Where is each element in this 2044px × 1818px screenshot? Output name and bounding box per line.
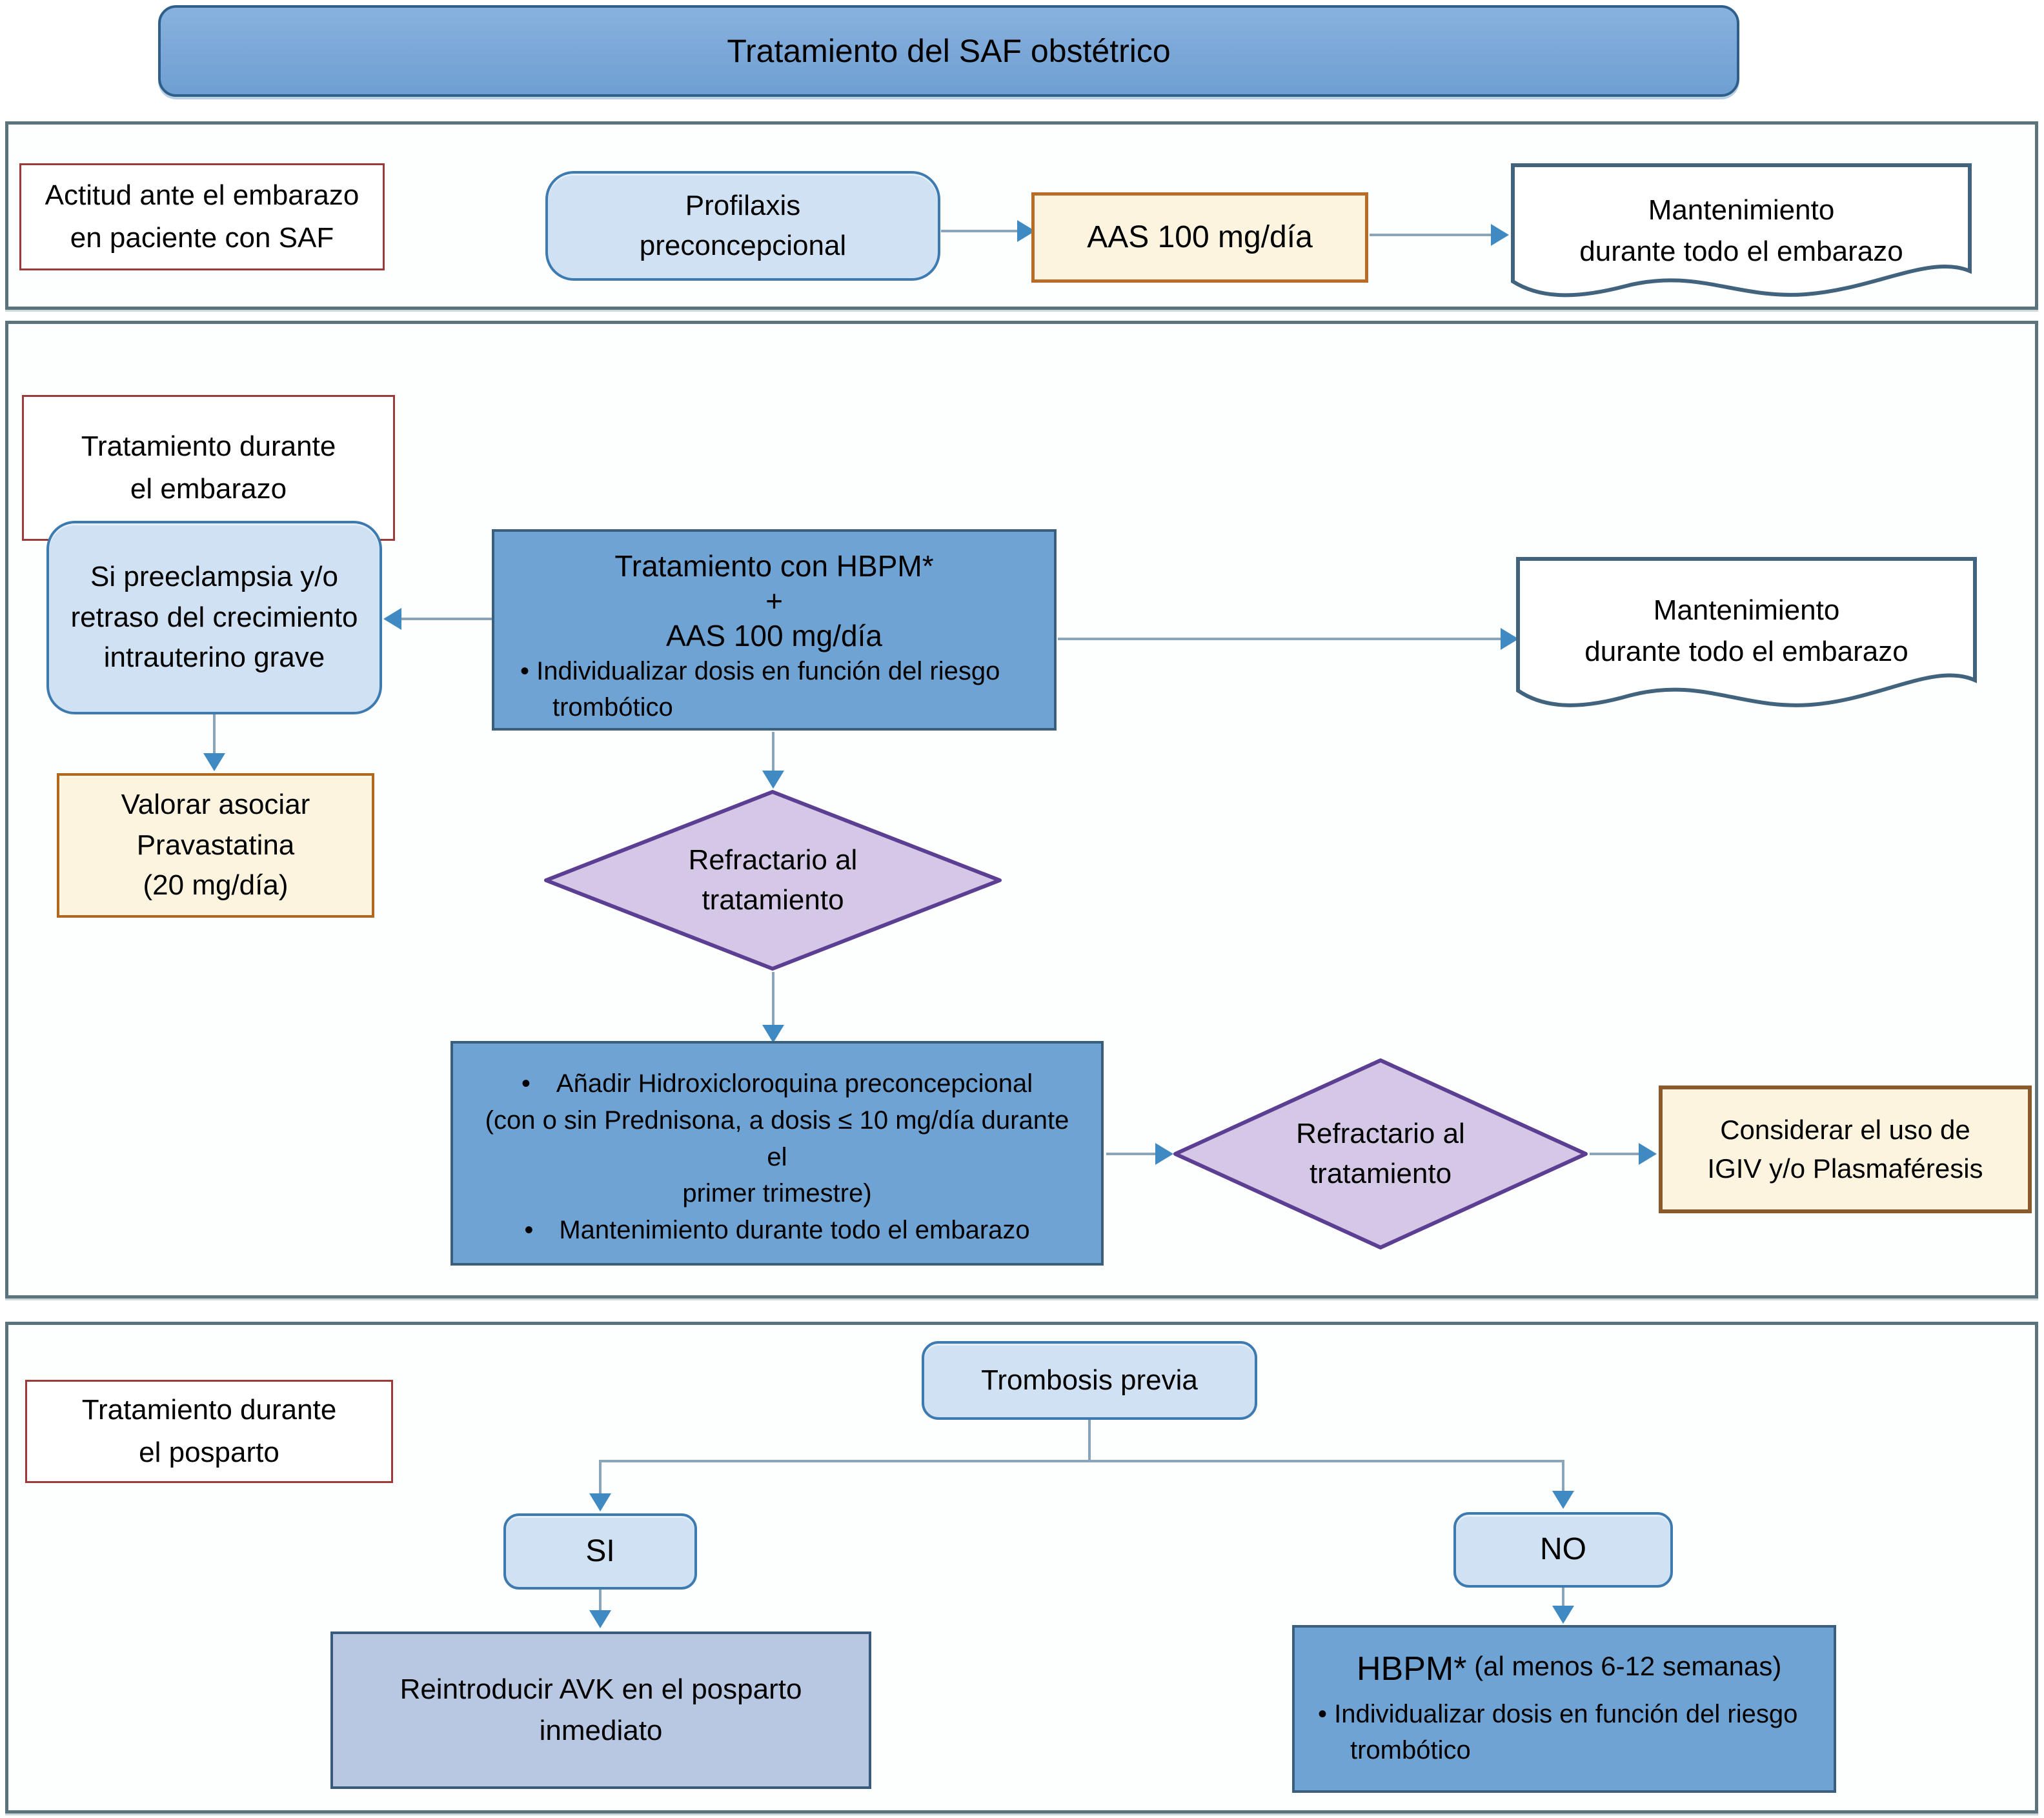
- maintenance-doc-2: Mantenimiento durante todo el embarazo: [1515, 556, 1978, 725]
- arrow-preeclampsia-to-pravastatin-line: [213, 714, 216, 754]
- arrow-to-yes-head: [589, 1493, 611, 1511]
- pravastatin-line: (20 mg/día): [143, 869, 288, 902]
- diamond-line: Refractario al: [1296, 1118, 1465, 1150]
- pravastatin-line: Pravastatina: [136, 829, 295, 861]
- pravastatin-line: Valorar asociar: [121, 789, 310, 821]
- hbpm-postpartum-bullet: • Individualizar dosis en función del ri…: [1318, 1700, 1798, 1764]
- doc-line: durante todo el embarazo: [1584, 635, 1908, 667]
- arrow-hcq-to-refractory2-head: [1155, 1143, 1173, 1165]
- arrow-main-to-maintenance-line: [1058, 638, 1502, 640]
- label-line: el embarazo: [130, 473, 287, 505]
- hbpm-aas-plus: +: [765, 584, 783, 618]
- diamond-shape: [1173, 1058, 1588, 1249]
- maintenance-doc-1-text: Mantenimiento durante todo el embarazo: [1510, 163, 1972, 272]
- igiv-line: Considerar el uso de: [1720, 1115, 1970, 1146]
- diamond-line: tratamiento: [702, 884, 844, 916]
- no-label: NO: [1540, 1532, 1586, 1567]
- hbpm-postpartum-title-suffix: (al menos 6-12 semanas): [1466, 1651, 1782, 1681]
- label-line: el posparto: [139, 1437, 279, 1468]
- connector-trombosis-branch: [599, 1460, 1564, 1462]
- refractory-diamond-1: Refractario al tratamiento: [542, 789, 1004, 972]
- trombosis-box: Trombosis previa: [922, 1341, 1257, 1420]
- connector-trombosis-stem: [1088, 1420, 1091, 1461]
- arrow-refractory2-to-igiv-head: [1639, 1143, 1657, 1165]
- arrow-main-to-preeclampsia-line: [400, 618, 492, 620]
- doc-line: durante todo el embarazo: [1579, 235, 1903, 267]
- profilaxis-box: Profilaxis preconcepcional: [545, 171, 940, 281]
- arrow-main-to-refractory1-line: [772, 732, 774, 772]
- avk-box: Reintroducir AVK en el posparto inmediat…: [330, 1631, 871, 1789]
- arrow-to-no-head: [1552, 1491, 1574, 1509]
- refractory-diamond-2: Refractario al tratamiento: [1171, 1057, 1590, 1251]
- preeclampsia-line: Si preeclampsia y/o: [90, 561, 338, 593]
- hbpm-aas-box: Tratamiento con HBPM* + AAS 100 mg/día •…: [492, 529, 1057, 731]
- no-box: NO: [1453, 1512, 1673, 1588]
- hcq-bullet1: • Añadir Hidroxicloroquina preconcepcion…: [472, 1066, 1082, 1212]
- label-line: Tratamiento durante: [81, 430, 336, 462]
- hcq-bullet1-line: • Añadir Hidroxicloroquina preconcepcion…: [521, 1069, 1033, 1098]
- aas-label: AAS 100 mg/día: [1087, 219, 1313, 254]
- avk-line: inmediato: [539, 1715, 663, 1746]
- diamond-shape: [544, 790, 1002, 971]
- maintenance-doc-1: Mantenimiento durante todo el embarazo: [1510, 163, 1972, 311]
- arrow-hcq-to-refractory2-line: [1106, 1153, 1158, 1155]
- hcq-bullet1-line: primer trimestre): [682, 1179, 872, 1208]
- profilaxis-line: preconcepcional: [639, 230, 847, 261]
- pregnancy-attitude-label: Actitud ante el embarazo en paciente con…: [19, 163, 385, 270]
- hbpm-aas-bullet: • Individualizar dosis en función del ri…: [520, 657, 1000, 722]
- refractory-diamond-1-text: Refractario al tratamiento: [542, 789, 1004, 972]
- arrow-refractory1-to-hcq-head: [762, 1025, 784, 1043]
- arrow-no-to-hbpm-head: [1552, 1606, 1574, 1624]
- postpartum-treatment-label: Tratamiento durante el posparto: [25, 1380, 393, 1483]
- profilaxis-line: Profilaxis: [685, 189, 801, 221]
- preeclampsia-line: intrauterino grave: [103, 641, 325, 674]
- pregnancy-treatment-label: Tratamiento durante el embarazo: [22, 395, 395, 541]
- document-shape: [1511, 163, 1972, 298]
- hcq-bullet2: • Mantenimiento durante todo el embarazo: [524, 1216, 1030, 1245]
- label-line: Tratamiento durante: [81, 1394, 337, 1426]
- document-shape: [1516, 557, 1977, 707]
- arrow-yes-to-avk-line: [599, 1590, 602, 1611]
- doc-line: Mantenimiento: [1648, 194, 1835, 226]
- hcq-bullet1-line: (con o sin Prednisona, a dosis ≤ 10 mg/d…: [485, 1106, 1069, 1171]
- refractory-diamond-2-text: Refractario al tratamiento: [1171, 1057, 1590, 1251]
- arrow-main-to-refractory1-head: [762, 771, 784, 789]
- label-line: Actitud ante el embarazo: [45, 179, 359, 211]
- connector-no-drop: [1562, 1460, 1564, 1492]
- arrow-main-to-maintenance-head: [1501, 628, 1519, 650]
- yes-label: SI: [585, 1533, 615, 1568]
- yes-box: SI: [503, 1513, 697, 1590]
- label-line: en paciente con SAF: [70, 222, 334, 254]
- hbpm-postpartum-title: HBPM*: [1357, 1650, 1467, 1688]
- avk-line: Reintroducir AVK en el posparto: [400, 1673, 802, 1706]
- hbpm-postpartum-title-line: HBPM* (al menos 6-12 semanas): [1318, 1650, 1810, 1688]
- hbpm-postpartum-box: HBPM* (al menos 6-12 semanas) • Individu…: [1292, 1625, 1836, 1793]
- title-banner: Tratamiento del SAF obstétrico: [158, 5, 1739, 97]
- diamond-line: tratamiento: [1309, 1158, 1452, 1189]
- hcq-box: • Añadir Hidroxicloroquina preconcepcion…: [450, 1041, 1104, 1266]
- hbpm-aas-line2: AAS 100 mg/día: [666, 619, 882, 652]
- trombosis-label: Trombosis previa: [981, 1364, 1198, 1396]
- arrow-main-to-preeclampsia-head: [383, 608, 401, 630]
- page-title: Tratamiento del SAF obstétrico: [727, 33, 1171, 69]
- arrow-preeclampsia-to-pravastatin-head: [203, 753, 225, 771]
- arrow-profilaxis-to-aas-line: [941, 230, 1020, 232]
- connector-yes-drop: [599, 1460, 602, 1495]
- aas-box: AAS 100 mg/día: [1031, 192, 1368, 283]
- igiv-box: Considerar el uso de IGIV y/o Plasmafére…: [1659, 1086, 2032, 1213]
- preeclampsia-line: retraso del crecimiento: [70, 601, 358, 633]
- hbpm-aas-line1: Tratamiento con HBPM*: [614, 549, 934, 583]
- pravastatin-box: Valorar asociar Pravastatina (20 mg/día): [57, 773, 374, 918]
- preeclampsia-box: Si preeclampsia y/o retraso del crecimie…: [46, 521, 382, 714]
- igiv-line: IGIV y/o Plasmaféresis: [1707, 1153, 1983, 1184]
- arrow-aas-to-maintenance-line: [1370, 234, 1492, 236]
- arrow-yes-to-avk-head: [589, 1610, 611, 1628]
- doc-line: Mantenimiento: [1653, 594, 1840, 626]
- arrow-refractory2-to-igiv-line: [1590, 1153, 1641, 1155]
- arrow-refractory1-to-hcq-line: [772, 972, 774, 1026]
- arrow-no-to-hbpm-line: [1562, 1588, 1564, 1607]
- maintenance-doc-2-text: Mantenimiento durante todo el embarazo: [1515, 556, 1978, 672]
- diamond-line: Refractario al: [688, 844, 858, 876]
- arrow-aas-to-maintenance-head: [1491, 224, 1509, 246]
